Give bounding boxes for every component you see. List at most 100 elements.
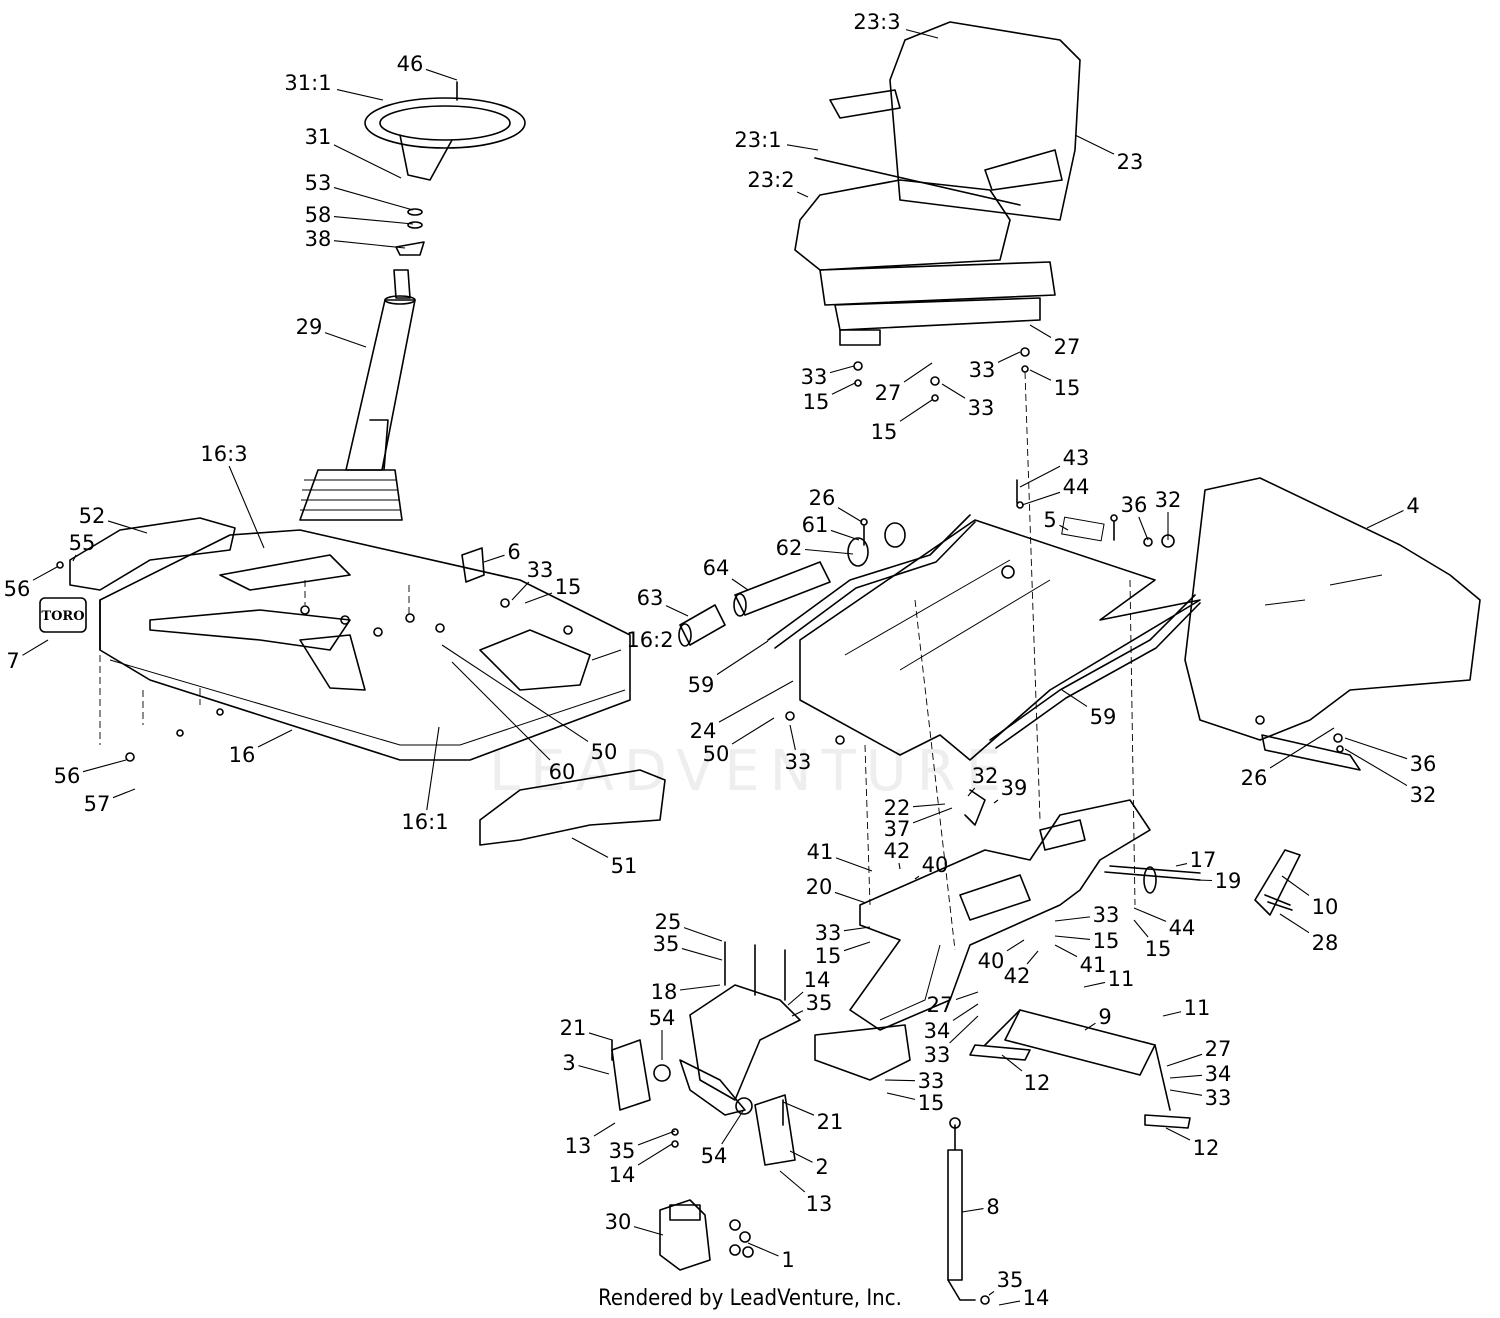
callout-leader — [1001, 1054, 1023, 1072]
callout-label: 35 — [653, 932, 680, 956]
pivot-link-9 — [984, 1009, 1171, 1111]
callout-leader — [1059, 524, 1069, 531]
callout-label: 36 — [1121, 493, 1148, 517]
render-credit: Rendered by LeadVenture, Inc. — [598, 1286, 902, 1311]
floor-pan-dashes — [99, 580, 410, 745]
seat-pan-hardware — [785, 479, 1175, 745]
toro-badge: TORO — [39, 597, 87, 633]
callout-leader — [257, 729, 293, 748]
callout-leader — [787, 991, 804, 1006]
callout-label: 51 — [611, 854, 638, 878]
bracket-2 — [735, 1094, 796, 1166]
frame-alignment-dashes — [864, 579, 1136, 951]
callout-leader — [637, 1130, 676, 1146]
callout-leader — [1054, 935, 1091, 940]
callout-leader — [899, 399, 933, 422]
steering-column — [299, 269, 416, 521]
callout-label: 42 — [884, 839, 911, 863]
callout-label: 17 — [1190, 848, 1217, 872]
callout-leader — [747, 1242, 779, 1257]
tube-left — [767, 514, 976, 649]
callout-label: 7 — [6, 649, 19, 673]
callout-label: 35 — [806, 991, 833, 1015]
callout-label: 18 — [651, 980, 678, 1004]
callout-leader — [637, 1143, 673, 1166]
callout-leader — [336, 89, 384, 101]
hose-63 — [678, 604, 726, 647]
callout-label: 40 — [922, 853, 949, 877]
watermark-text: LEADVENTURE — [489, 739, 1011, 804]
callout-label: 61 — [802, 513, 829, 537]
callout-leader — [912, 807, 953, 824]
callout-label: 34 — [1205, 1062, 1232, 1086]
callout-label: 57 — [84, 792, 111, 816]
callout-label: 33 — [918, 1069, 945, 1093]
callout-leader — [593, 1122, 616, 1137]
callout-leader — [716, 640, 769, 675]
steering-valve — [659, 1199, 711, 1271]
callout-label: 23:3 — [853, 10, 900, 34]
callout-label: 3 — [562, 1051, 575, 1075]
callout-leader — [681, 948, 723, 961]
callout-leader — [1162, 1011, 1182, 1017]
callout-leader — [679, 984, 721, 991]
callout-label: 40 — [978, 949, 1005, 973]
callout-leader — [1344, 737, 1408, 760]
callout-leader — [884, 1079, 916, 1082]
callout-leader — [837, 507, 863, 523]
callout-label: 12 — [1024, 1071, 1051, 1095]
callout-leader — [804, 548, 854, 555]
callout-label: 23:1 — [734, 128, 781, 152]
callout-label: 23:2 — [747, 168, 794, 192]
callout-label: 26 — [809, 486, 836, 510]
callout-label: 32 — [972, 764, 999, 788]
callout-label: 11 — [1108, 967, 1135, 991]
callout-leader — [843, 926, 871, 932]
callout-leader — [1061, 689, 1088, 707]
callout-leader — [633, 1226, 664, 1236]
callout-leader — [843, 941, 871, 952]
callout-leader — [324, 332, 367, 348]
callout-leader — [1166, 1053, 1203, 1067]
callout-label: 59 — [688, 673, 715, 697]
callout-label: 56 — [4, 577, 31, 601]
callout-label: 33 — [785, 750, 812, 774]
callout-leader — [949, 1015, 979, 1044]
callout-leader — [112, 788, 136, 799]
callout-label: 33 — [924, 1043, 951, 1067]
callout-label: 33 — [968, 396, 995, 420]
callout-leader — [107, 520, 148, 534]
callout-leader — [898, 862, 901, 870]
callout-leader — [228, 465, 265, 549]
callout-label: 35 — [609, 1139, 636, 1163]
callout-leader — [1344, 748, 1408, 787]
callout-leader — [912, 803, 946, 808]
callout-leader — [1054, 944, 1078, 958]
callout-leader — [511, 581, 530, 601]
callout-leader — [721, 1110, 744, 1145]
callout-label: 27 — [1054, 335, 1081, 359]
callout-leader — [961, 1207, 984, 1213]
callout-label: 33 — [1093, 903, 1120, 927]
callout-label: 44 — [1169, 916, 1196, 940]
callout-label: 15 — [1054, 376, 1081, 400]
callout-label: 15 — [918, 1091, 945, 1115]
callout-leader — [988, 1290, 995, 1296]
callout-leader — [718, 680, 794, 723]
callout-leader — [886, 1092, 916, 1100]
seat — [794, 21, 1081, 346]
decal-square — [461, 547, 485, 583]
callout-label: 50 — [591, 740, 618, 764]
callout-label: 41 — [807, 840, 834, 864]
callout-label: 34 — [924, 1019, 951, 1043]
callout-label: 33 — [969, 358, 996, 382]
gas-spring — [947, 1117, 990, 1305]
callout-label: 31:1 — [284, 71, 331, 95]
steering-hardware — [395, 81, 458, 256]
callout-label: 4 — [1406, 494, 1419, 518]
floor-pan-hardware — [56, 561, 573, 762]
callout-leader — [1084, 1022, 1096, 1031]
callout-leader — [831, 382, 856, 395]
